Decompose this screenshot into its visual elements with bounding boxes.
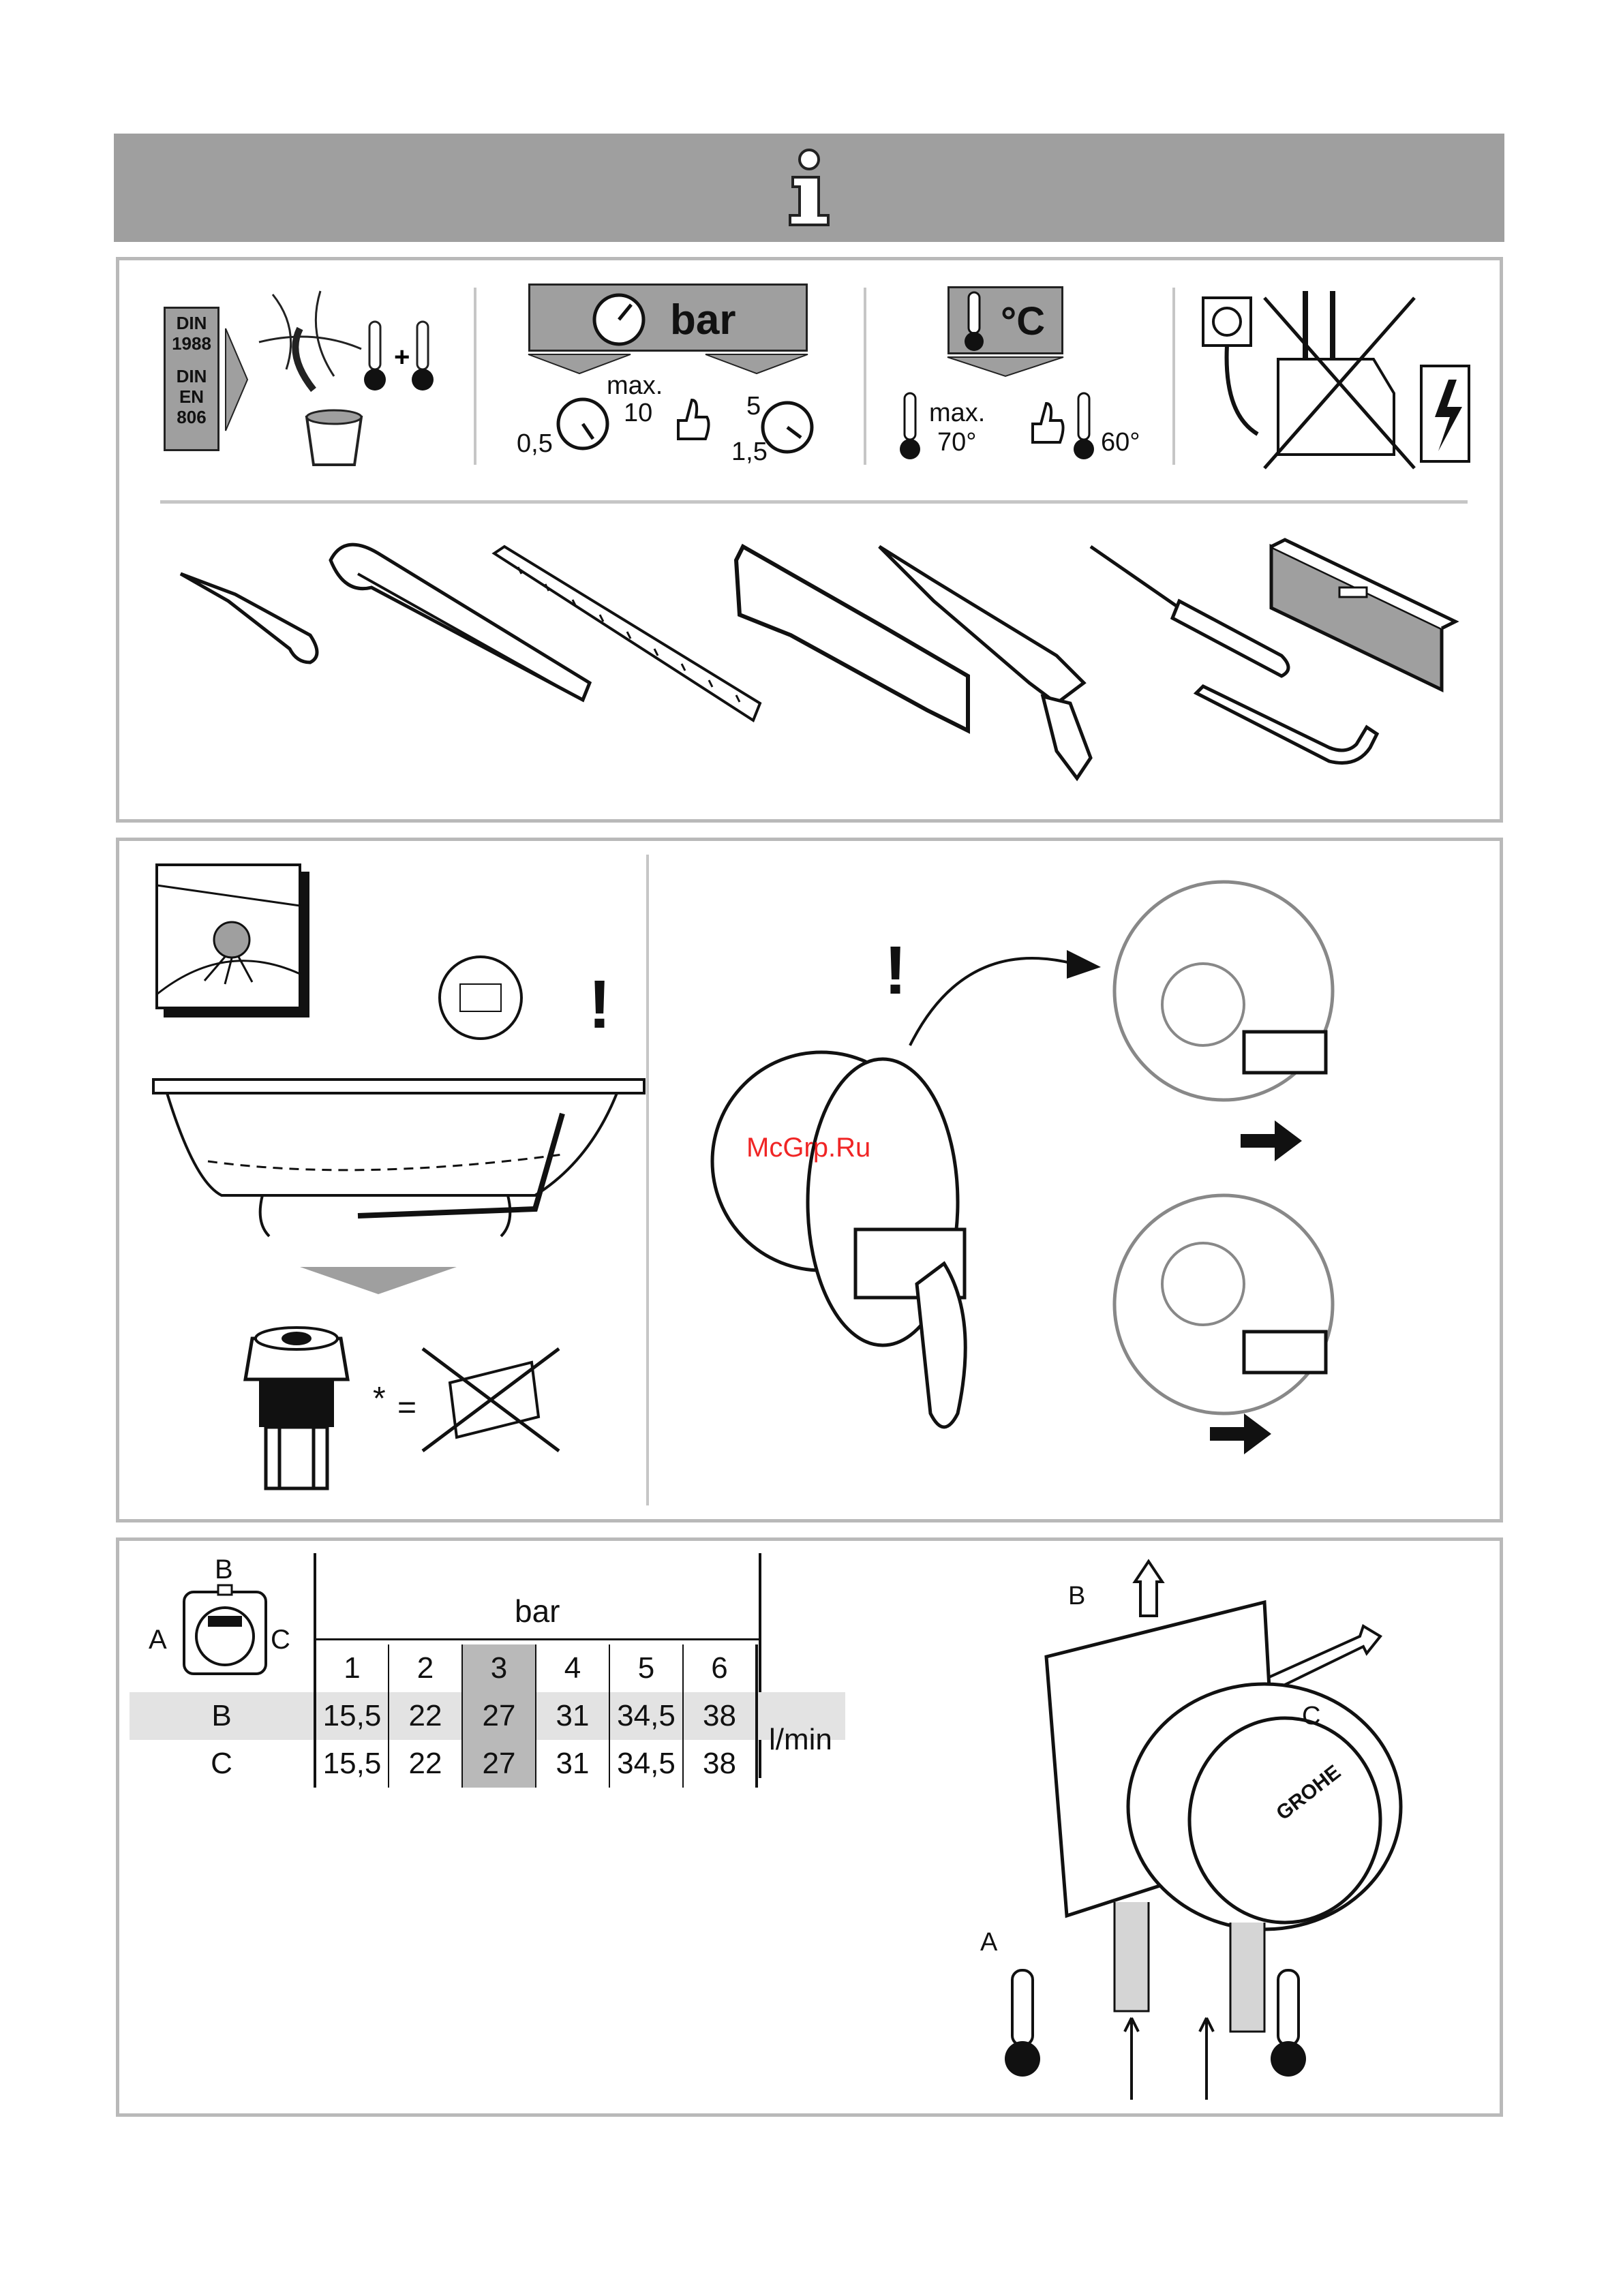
table-cell: 34,5 [609,1692,683,1740]
temperature-rec-value: 60° [1101,429,1140,455]
pressure-header: 3 [462,1644,536,1692]
pressure-header: 1 [315,1644,389,1692]
table-cell: 38 [683,1692,757,1740]
body-label-a: A [980,1929,997,1955]
flow-rate-table: 1 2 3 4 5 6 B 15,5 22 27 31 34,5 38 l/mi… [130,1644,845,1788]
silicone-gun-icon [879,547,1125,785]
pressure-gauge-icon [556,397,610,451]
down-arrow-temperature [947,357,1063,378]
separator [1172,288,1175,465]
mixer-valve-assembly-icon [706,1032,1033,1441]
separator [474,288,476,465]
table-cell: 31 [536,1740,609,1788]
table-corner [130,1644,315,1692]
flow-unit-label: l/min [757,1692,845,1788]
temperature-max-value: 70° [937,429,976,455]
pressure-header: 4 [536,1644,609,1692]
divider-line [160,500,1468,504]
requirements-panel: DIN 1988 DIN EN 806 + bar max. 10 0,5 [116,257,1503,823]
thumbs-up-icon [671,397,712,444]
pressure-header-row: 1 2 3 4 5 6 [130,1644,845,1692]
thumbs-up-icon [1026,400,1067,448]
valve-body-remove-icon [1108,875,1394,1134]
table-cell: 15,5 [315,1740,389,1788]
down-arrow-right [706,354,808,375]
pressure-header: 6 [683,1644,757,1692]
screwdriver-icon [1091,547,1295,676]
thermometer-hot-cold-icon: + [361,322,443,397]
formula-equals: = [397,1392,416,1424]
info-icon [768,147,850,229]
pressure-rec-high: 5 [746,393,761,419]
utility-knife-icon [174,553,331,662]
attention-mark: ! [588,970,611,1039]
din-standards-box: DIN 1988 DIN EN 806 [164,307,219,451]
arrow-right-icon [223,328,250,431]
watermark: McGrp.Ru [746,1133,870,1163]
diagram-label-b: B [215,1556,233,1583]
crossed-out-box-icon [423,1349,566,1458]
table-row: B 15,5 22 27 31 34,5 38 l/min [130,1692,845,1740]
electric-shock-warning-icon [1196,277,1483,475]
row-label: C [130,1740,315,1788]
table-row: C 15,5 22 27 31 34,5 38 [130,1740,845,1788]
pressure-gauge-icon [760,400,815,455]
valve-body-illustration-icon [978,1561,1469,2100]
pressure-max-value: 10 [624,400,652,426]
pressure-header: 5 [609,1644,683,1692]
bathtub-icon [153,1073,644,1243]
pressure-header: 2 [389,1644,462,1692]
formula-star: * [373,1383,386,1415]
thermometer-icon [960,292,988,352]
table-cell: 15,5 [315,1692,389,1740]
flow-table-hrule [316,1638,759,1640]
pressure-unit-header: bar [515,1595,560,1627]
row-label: B [130,1692,315,1740]
valve-body-insert-icon [1108,1189,1394,1448]
table-cell: 27 [462,1692,536,1740]
body-label-b: B [1068,1583,1085,1609]
table-cell: 31 [536,1692,609,1740]
flow-rate-panel: B A C bar 1 2 3 4 5 6 B 15,5 22 27 31 [116,1537,1503,2117]
svg-text:+: + [394,342,410,372]
table-cell: 22 [389,1740,462,1788]
adapter-fitting-icon [239,1325,354,1495]
pressure-max-label: max. [607,373,663,399]
table-cell: 34,5 [609,1740,683,1788]
spirit-level-icon [1271,547,1455,690]
temperature-max-label: max. [929,400,985,426]
body-label-c: C [1302,1703,1320,1729]
thermometer-icon [1070,393,1097,461]
temperature-box: °C [947,286,1063,354]
arrow-right-out-icon [1241,1120,1302,1161]
separator [646,855,649,1505]
thermometer-icon [896,393,924,461]
pressure-bar-box: bar [528,284,808,352]
separator [864,288,866,465]
cover-plate-icon [436,953,525,1042]
table-cell: 38 [683,1740,757,1788]
table-cell: 22 [389,1692,462,1740]
table-spacer [757,1644,845,1692]
arrow-in-icon [1210,1413,1271,1454]
temperature-unit-label: °C [1001,302,1045,341]
pressure-unit-label: bar [670,299,735,341]
info-header-bar [114,134,1504,242]
pressure-gauge-icon [592,292,646,347]
hex-key-icon [1193,686,1384,775]
pressure-min-value: 0,5 [517,431,553,457]
table-cell: 27 [462,1740,536,1788]
installation-panel: ! * = ! [116,838,1503,1522]
bathtub-overflow-detail-icon [157,865,314,1022]
down-arrow-icon [300,1267,457,1294]
